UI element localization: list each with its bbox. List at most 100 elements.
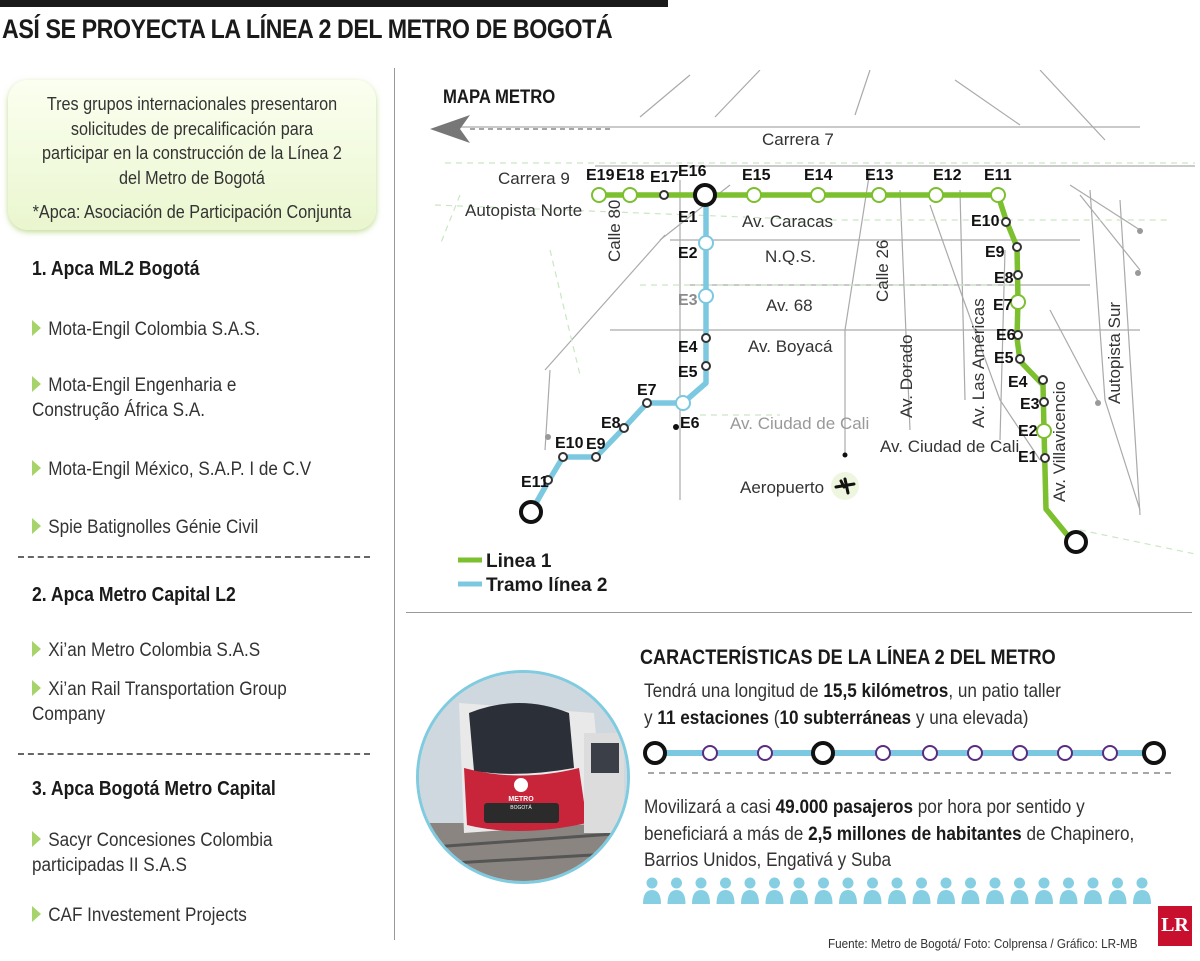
top-bar	[0, 0, 668, 7]
svg-text:E1: E1	[678, 209, 698, 226]
map-legend: Linea 1 Tramo línea 2	[458, 551, 607, 596]
group-1-member-4: Spie Batignolles Génie Civil	[32, 515, 329, 540]
train-illustration: METRO BOGOTÁ	[419, 673, 627, 881]
page-title: ASÍ SE PROYECTA LA LÍNEA 2 DEL METRO DE …	[2, 14, 613, 44]
characteristics-line-2: y 11 estaciones (10 subterráneas y una e…	[644, 707, 1029, 729]
person-icon	[1035, 877, 1053, 904]
svg-text:E8: E8	[994, 270, 1014, 287]
line-1-terminal-south	[1064, 530, 1088, 554]
svg-text:E3: E3	[1020, 396, 1040, 413]
horizontal-divider	[406, 612, 1192, 613]
label-av-dorado: Av. Dorado	[897, 335, 916, 418]
group-1-title: 1. Apca ML2 Bogotá	[32, 258, 200, 280]
svg-text:E11: E11	[521, 474, 549, 491]
label-autopista-norte: Autopista Norte	[465, 201, 582, 220]
secondary-streets	[434, 162, 1195, 555]
vertical-divider	[394, 68, 395, 940]
svg-text:E10: E10	[555, 435, 584, 452]
line-2-labels: E1 E2 E3 E4 E5 E6 E7 E8 E9 E10 E11	[521, 209, 700, 491]
svg-text:E8: E8	[601, 415, 621, 432]
street-dots	[545, 228, 1143, 440]
person-icon	[1084, 877, 1102, 904]
group-1-member-3: Mota-Engil México, S.A.P. I de C.V	[32, 457, 329, 482]
metro-map: MAPA METRO Carrera 7 Carrera 9 Autopista…	[430, 70, 1195, 596]
line-2-stations	[543, 235, 714, 485]
bullet-triangle-icon	[32, 831, 41, 847]
svg-text:E19: E19	[586, 167, 615, 184]
svg-text:E5: E5	[994, 350, 1014, 367]
svg-text:E6: E6	[996, 327, 1016, 344]
legend-line-1: Linea 1	[486, 551, 552, 572]
characteristics-line-5: Barrios Unidos, Engativá y Suba	[644, 849, 892, 871]
label-av-ciudad-cali-2: Av. Ciudad de Cali	[880, 437, 1019, 456]
label-carrera7: Carrera 7	[762, 130, 834, 149]
e6-dot	[673, 424, 679, 430]
train-text-metro: METRO	[508, 796, 534, 803]
airport-icon	[831, 452, 859, 500]
line-1-terminal-north	[693, 183, 717, 207]
north-arrow-icon	[430, 115, 610, 143]
characteristics-line-4: beneficiará a más de 2,5 millones de hab…	[644, 823, 1135, 845]
bullet-triangle-icon	[32, 376, 41, 392]
label-nqs: N.Q.S.	[765, 247, 816, 266]
svg-text:E1: E1	[1018, 449, 1038, 466]
person-icon	[741, 877, 759, 904]
svg-text:E16: E16	[678, 163, 707, 180]
svg-text:E17: E17	[650, 169, 679, 186]
line-1-stations	[591, 187, 1052, 463]
person-icon	[643, 877, 661, 904]
lr-logo: LR	[1158, 906, 1192, 946]
line-2-terminal	[519, 500, 543, 524]
person-icon	[1133, 877, 1151, 904]
group-2-title: 2. Apca Metro Capital L2	[32, 584, 236, 606]
svg-text:E11: E11	[984, 167, 1012, 184]
label-calle80: Calle 80	[605, 200, 624, 262]
person-icon	[839, 877, 857, 904]
svg-text:E2: E2	[678, 245, 698, 262]
svg-text:E10: E10	[971, 213, 1000, 230]
svg-text:E3: E3	[678, 292, 698, 309]
person-icon	[692, 877, 710, 904]
svg-text:E18: E18	[616, 167, 645, 184]
label-av68: Av. 68	[766, 296, 813, 315]
svg-text:E2: E2	[1018, 423, 1038, 440]
person-icon	[1059, 877, 1078, 904]
bullet-triangle-icon	[32, 518, 41, 534]
train-text-bogota: BOGOTÁ	[510, 804, 532, 811]
person-icon	[912, 877, 931, 904]
svg-text:E7: E7	[637, 382, 657, 399]
group-3-member-1: Sacyr Concesiones Colombia participadas …	[32, 830, 273, 876]
line-2-station-strip	[643, 741, 1176, 774]
intro-box: Tres grupos internacionales presentaron …	[8, 80, 376, 230]
characteristics-line-3: Movilizará a casi 49.000 pasajeros por h…	[644, 796, 1085, 818]
person-icon	[667, 877, 686, 904]
line-1-labels: E19 E18 E17 E16 E15 E14 E13 E12 E11 E10 …	[586, 163, 1040, 466]
svg-text:E9: E9	[586, 436, 606, 453]
bullet-triangle-icon	[32, 320, 41, 336]
label-av-ciudad-cali-1: Av. Ciudad de Cali	[730, 414, 869, 433]
bullet-triangle-icon	[32, 460, 41, 476]
group-2-member-1: Xi’an Metro Colombia S.A.S	[32, 638, 329, 663]
person-icon	[937, 877, 955, 904]
divider	[18, 556, 370, 558]
person-icon	[863, 877, 882, 904]
label-autopista-sur: Autopista Sur	[1105, 302, 1124, 404]
legend-line-2: Tramo línea 2	[486, 575, 607, 596]
people-icons-row	[643, 877, 1151, 904]
svg-text:E4: E4	[1008, 374, 1028, 391]
label-av-villavicencio: Av. Villavicencio	[1050, 381, 1069, 502]
person-icon	[790, 877, 808, 904]
person-icon	[814, 877, 833, 904]
label-calle26: Calle 26	[873, 240, 892, 302]
bullet-triangle-icon	[32, 680, 41, 696]
person-icon	[716, 877, 735, 904]
svg-text:E9: E9	[985, 244, 1005, 261]
group-3-member-2: CAF Investement Projects	[32, 903, 329, 928]
svg-text:E7: E7	[993, 297, 1013, 314]
group-1-member-2: Mota-Engil Engenharia e Construção Áfric…	[32, 375, 237, 421]
svg-text:E13: E13	[865, 167, 894, 184]
street-labels: Carrera 7 Carrera 9 Autopista Norte Av. …	[465, 130, 1124, 502]
group-1-member-1: Mota-Engil Colombia S.A.S.	[32, 317, 329, 342]
train-photo: METRO BOGOTÁ	[416, 670, 630, 884]
label-av-americas: Av. Las Américas	[969, 298, 988, 428]
